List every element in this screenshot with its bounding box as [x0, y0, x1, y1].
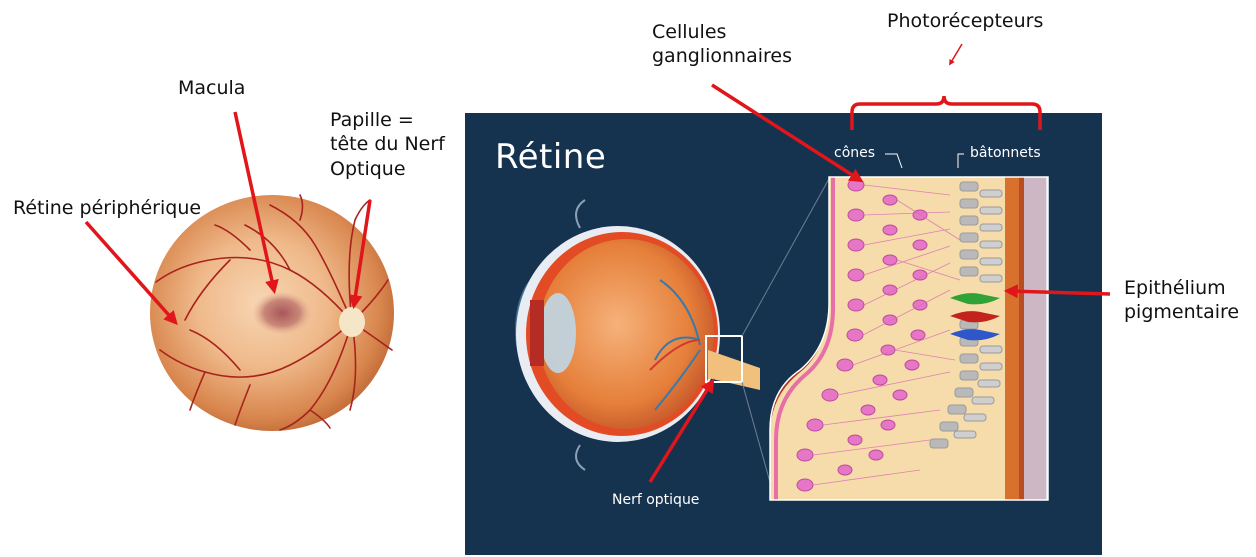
cones-label: cônes — [834, 145, 875, 161]
photoreceptors-label: Photorécepteurs — [887, 9, 1043, 33]
arrow-photoreceptors — [950, 44, 962, 64]
optic-nerve-label: Nerf optique — [612, 492, 699, 508]
pigment-epithelium-label: Epithélium pigmentaire — [1124, 276, 1239, 325]
retina-panel — [465, 113, 1102, 555]
peripheral-retina-label: Rétine périphérique — [13, 196, 201, 220]
cones-colored — [950, 293, 1000, 340]
fundus-image — [150, 195, 394, 431]
papilla-label: Papille = tête du Nerf Optique — [330, 108, 445, 181]
ganglion-cells-label: Cellules ganglionnaires — [652, 20, 792, 69]
panel-title: Rétine — [495, 137, 606, 177]
macula-label: Macula — [178, 76, 245, 100]
optic-disc — [339, 307, 365, 337]
rods-label: bâtonnets — [970, 145, 1041, 161]
